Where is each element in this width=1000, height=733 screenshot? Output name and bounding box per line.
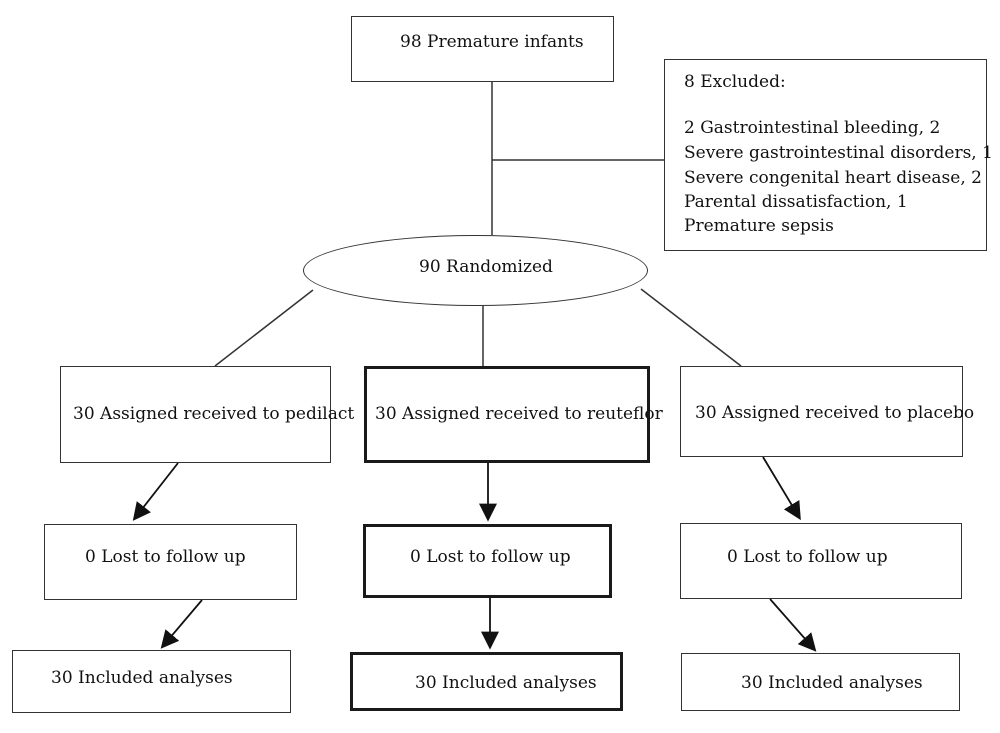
included-box <box>350 652 623 711</box>
excluded-title: 8 Excluded: <box>684 72 786 92</box>
connector-randomized-to-arm-1 <box>214 289 314 367</box>
excluded-box <box>664 59 987 251</box>
enrollment-box <box>351 16 614 82</box>
enrollment-label: 98 Premature infants <box>400 32 584 52</box>
lost-label: 0 Lost to follow up <box>410 547 571 567</box>
lost-box <box>44 524 297 600</box>
assigned-label: 30 Assigned received to pedilact <box>73 404 355 424</box>
assigned-label: 30 Assigned received to reuteflor <box>375 404 663 424</box>
assigned-label: 30 Assigned received to placebo <box>695 403 975 423</box>
arrow-arm-1-to-lost <box>132 462 179 521</box>
assigned-box-pedilact <box>60 366 331 463</box>
excluded-line: Severe gastrointestinal disorders, 1 <box>684 143 993 163</box>
excluded-line: Premature sepsis <box>684 216 834 236</box>
assigned-box-placebo <box>680 366 963 457</box>
arrow-arm-1-to-included <box>160 599 203 649</box>
connector-randomized-to-arm-3 <box>640 288 742 367</box>
included-label: 30 Included analyses <box>415 673 597 693</box>
lost-label: 0 Lost to follow up <box>727 547 888 567</box>
arrow-arm-3-to-included <box>769 598 817 652</box>
excluded-line: Severe congenital heart disease, 2 <box>684 168 982 188</box>
lost-box <box>680 523 962 599</box>
randomized-ellipse <box>303 235 648 306</box>
assigned-box-reuteflor <box>364 366 650 463</box>
excluded-line: Parental dissatisfaction, 1 <box>684 192 908 212</box>
randomized-label: 90 Randomized <box>419 257 553 277</box>
lost-box <box>363 524 612 598</box>
included-box <box>12 650 291 713</box>
arrow-arm-3-to-lost <box>762 456 801 521</box>
included-label: 30 Included analyses <box>741 673 923 693</box>
included-label: 30 Included analyses <box>51 668 233 688</box>
included-box <box>681 653 960 711</box>
lost-label: 0 Lost to follow up <box>85 547 246 567</box>
excluded-line: 2 Gastrointestinal bleeding, 2 <box>684 118 941 138</box>
